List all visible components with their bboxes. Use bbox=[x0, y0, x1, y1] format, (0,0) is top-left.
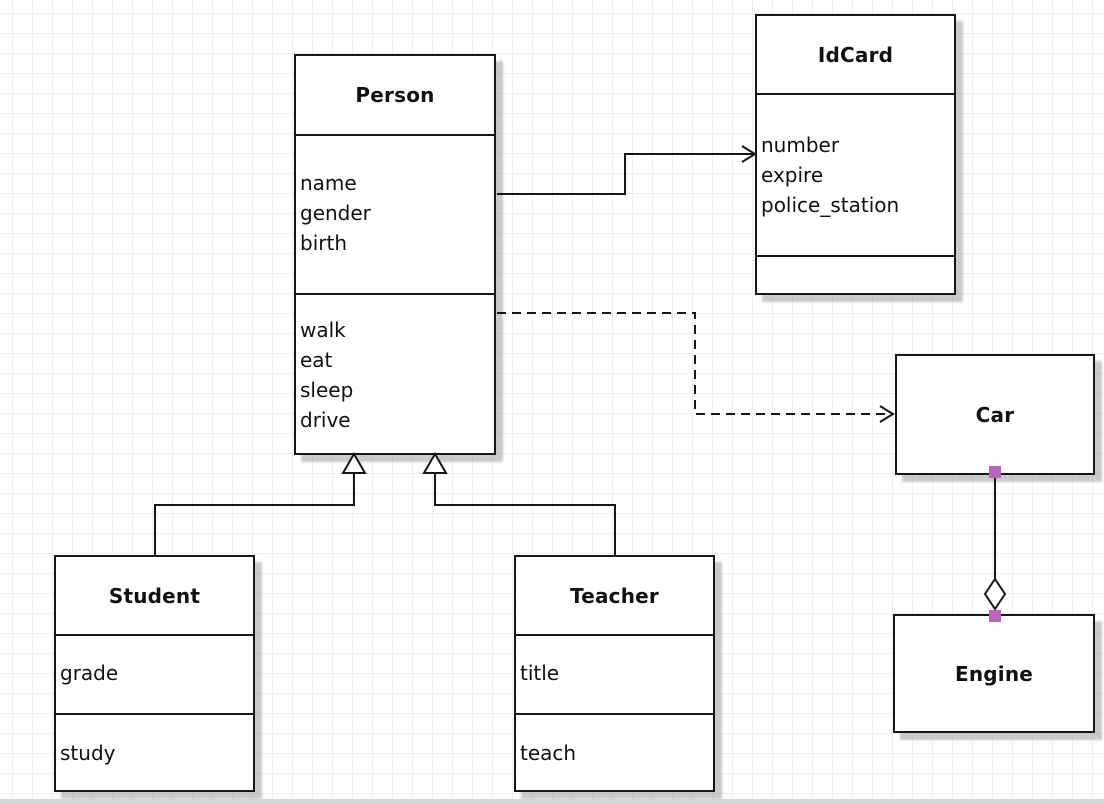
generalization-student-person[interactable] bbox=[154, 452, 367, 555]
hollow-triangle-icon bbox=[422, 452, 448, 474]
attribute: name bbox=[300, 171, 357, 195]
class-person-methods: walk eat sleep drive bbox=[296, 293, 494, 453]
attribute: birth bbox=[300, 231, 347, 255]
class-teacher-attributes: title bbox=[516, 634, 713, 713]
class-idcard-methods-empty bbox=[757, 255, 954, 293]
class-idcard-attributes: number expire police_station bbox=[757, 93, 954, 255]
hollow-diamond-icon bbox=[983, 577, 1007, 611]
class-person[interactable]: Person name gender birth walk eat sleep … bbox=[294, 54, 496, 455]
class-engine[interactable]: Engine bbox=[893, 614, 1095, 733]
attribute: number bbox=[761, 133, 840, 157]
association-person-idcard[interactable] bbox=[497, 145, 757, 195]
generalization-teacher-person[interactable] bbox=[422, 452, 616, 555]
class-idcard-title: IdCard bbox=[817, 42, 894, 67]
method: drive bbox=[300, 408, 351, 432]
class-student[interactable]: Student grade study bbox=[54, 555, 255, 792]
aggregation-car-engine[interactable] bbox=[983, 466, 1007, 622]
class-teacher-methods: teach bbox=[516, 713, 713, 790]
class-student-title: Student bbox=[108, 583, 201, 608]
method: study bbox=[60, 741, 116, 765]
class-teacher[interactable]: Teacher title teach bbox=[514, 555, 715, 792]
open-arrowhead-icon bbox=[741, 145, 757, 163]
hollow-triangle-icon bbox=[341, 452, 367, 474]
attribute: police_station bbox=[761, 193, 900, 217]
method: walk bbox=[300, 318, 346, 342]
class-car[interactable]: Car bbox=[895, 354, 1095, 475]
class-car-title: Car bbox=[975, 402, 1015, 427]
class-person-title: Person bbox=[355, 83, 435, 107]
class-idcard[interactable]: IdCard number expire police_station bbox=[755, 14, 956, 295]
class-student-methods: study bbox=[56, 713, 253, 790]
method: sleep bbox=[300, 378, 354, 402]
class-teacher-title: Teacher bbox=[570, 583, 659, 608]
attribute: title bbox=[520, 661, 560, 685]
open-arrowhead-icon bbox=[879, 405, 895, 423]
class-engine-title: Engine bbox=[954, 661, 1034, 686]
attribute: expire bbox=[761, 163, 824, 187]
method: eat bbox=[300, 348, 333, 372]
canvas-bottom-edge bbox=[0, 799, 1104, 804]
attribute: grade bbox=[60, 661, 119, 685]
class-student-attributes: grade bbox=[56, 634, 253, 713]
method: teach bbox=[520, 741, 577, 765]
class-person-attributes: name gender birth bbox=[296, 134, 494, 293]
dependency-person-car[interactable] bbox=[497, 312, 895, 423]
attribute: gender bbox=[300, 201, 371, 225]
